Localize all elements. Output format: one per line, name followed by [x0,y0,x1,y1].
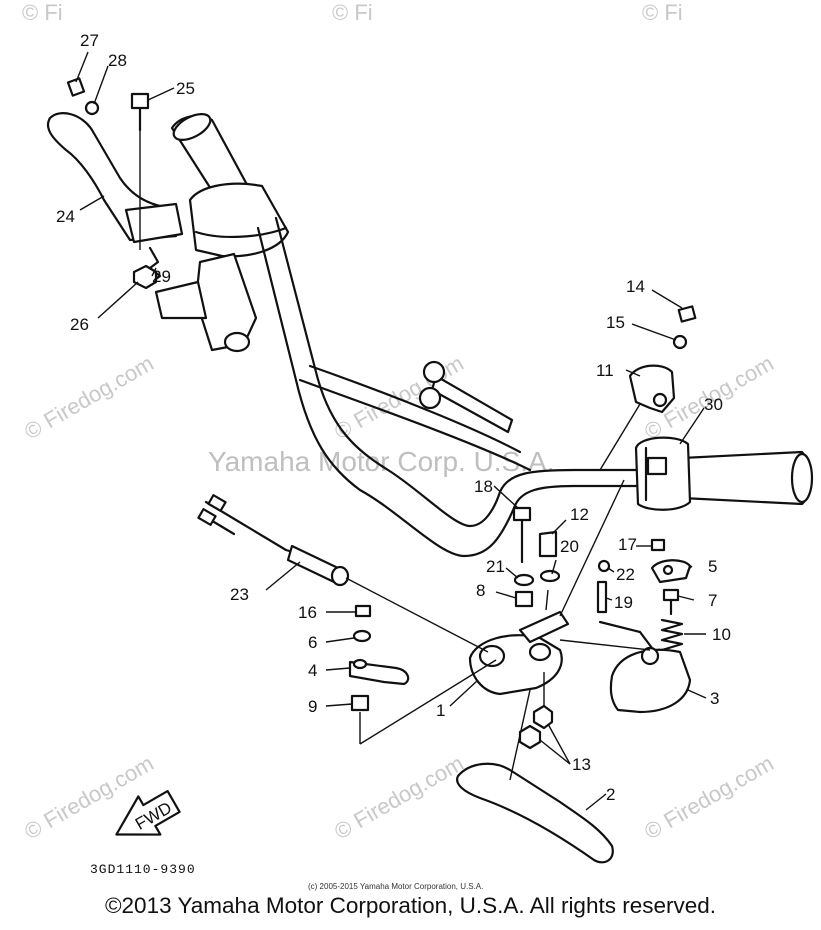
callout-6: 6 [308,633,317,652]
watermark-firedog-left: © Firedog.com [20,350,158,444]
watermark-firedog-bottom-mid: © Firedog.com [330,750,468,844]
callout-11: 11 [596,361,614,380]
callout-10: 10 [712,625,731,644]
callout-25: 25 [176,79,195,98]
callout-17: 17 [618,535,637,554]
callout-28: 28 [108,51,127,70]
callout-24: 24 [56,207,75,226]
left-lever-assembly [46,77,184,290]
watermark-layer: © Fi © Fi © Fi © Firedog.com © Firedog.c… [20,0,778,844]
callout-13: 13 [572,755,591,774]
copyright-footer: ©2013 Yamaha Motor Corporation, U.S.A. A… [104,893,717,918]
callout-20: 20 [560,537,579,556]
cable-assembly [197,494,497,745]
callout-26: 26 [70,315,89,334]
watermark-corner-top-left: © Fi [22,0,63,25]
callout-27: 27 [80,31,99,50]
callout-22: 22 [616,565,635,584]
drawing-code: 3GD1110-9390 [90,862,196,877]
copyright-credit-small: (c) 2005-2015 Yamaha Motor Corporation, … [308,882,484,891]
callout-12: 12 [570,505,589,524]
callout-18: 18 [474,477,493,496]
callout-7: 7 [708,591,717,610]
callout-15: 15 [606,313,625,332]
callout-1: 1 [436,701,445,720]
callout-3: 3 [710,689,719,708]
callout-5: 5 [708,557,717,576]
right-clamp-assembly [456,305,697,864]
switch-assembly [596,538,692,714]
callout-8: 8 [476,581,485,600]
callout-9: 9 [308,697,317,716]
callout-21: 21 [486,557,505,576]
watermark-yamaha-center: Yamaha Motor Corp. U.S.A. [208,446,555,477]
callout-14: 14 [626,277,645,296]
handlebar [154,113,814,558]
callout-2: 2 [606,785,615,804]
watermark-firedog-bottom-right: © Firedog.com [640,750,778,844]
callout-16: 16 [298,603,317,622]
callout-4: 4 [308,661,317,680]
callout-19: 19 [614,593,633,612]
callout-29: 29 [152,267,171,286]
callout-23: 23 [230,585,249,604]
callout-30: 30 [704,395,723,414]
callout-leaders [75,51,707,811]
watermark-corner-top-right: © Fi [642,0,683,25]
watermark-corner-top-mid: © Fi [332,0,373,25]
callout-labels: 27 28 25 24 29 26 14 15 11 30 18 12 21 2… [56,31,731,804]
